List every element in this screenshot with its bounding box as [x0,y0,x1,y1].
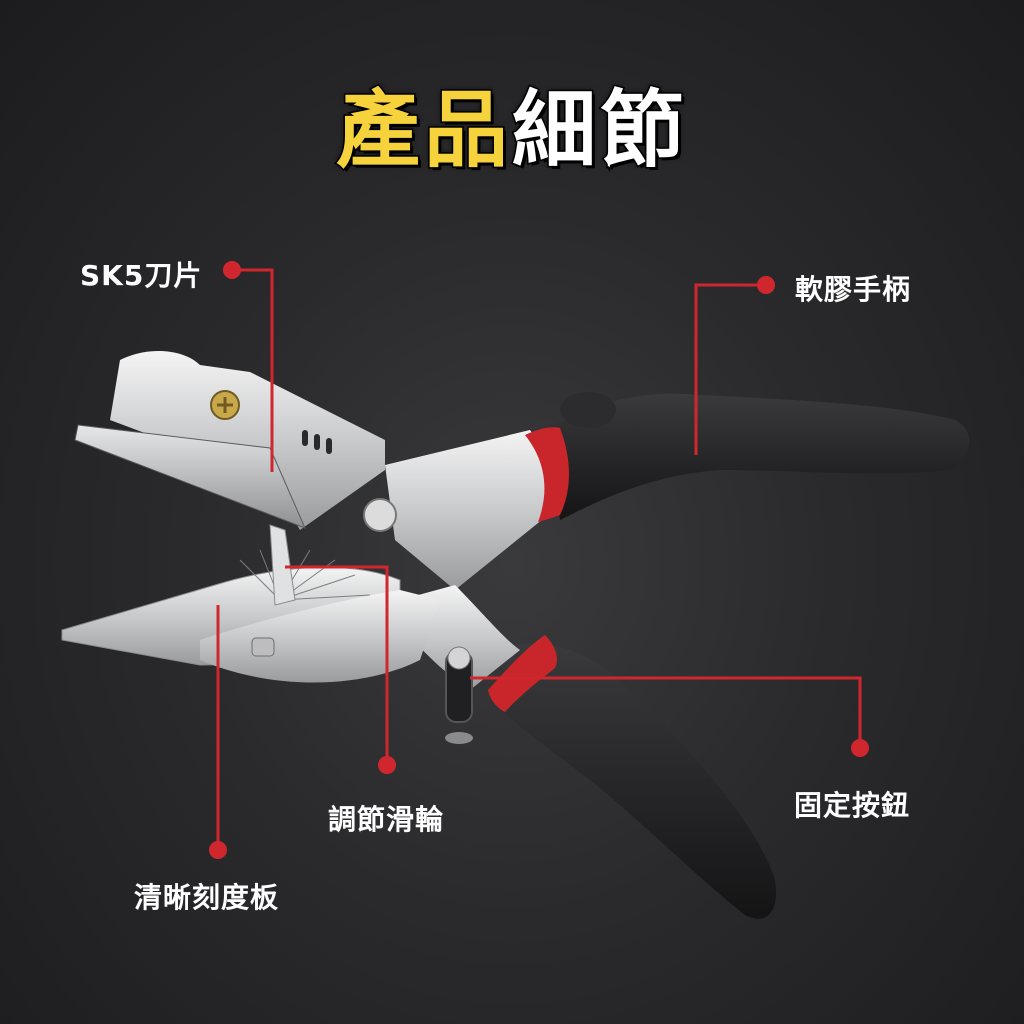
label-adjust-wheel: 調節滑輪 [328,803,445,836]
lower-handle [490,643,776,919]
callout-dots [209,261,869,859]
title-rest: 細節 [510,81,689,179]
label-blade: SK5刀片 [80,259,203,292]
callout-dot-wheel [378,756,396,774]
title-highlight: 產品 [334,81,512,179]
callout-dot-handle [757,276,775,294]
label-handle: 軟膠手柄 [795,273,912,306]
adjust-guide [269,524,296,606]
label-lock-button: 固定按鈕 [794,789,911,822]
label-scale-plate: 清晰刻度板 [134,881,280,914]
callout-dot-blade [223,261,241,279]
callout-dot-scale [209,841,227,859]
upper-handle-bump [560,392,616,428]
lower-jaw [200,590,440,683]
blade-holder [110,350,385,530]
callout-lines [216,268,862,850]
pivot-bolt [363,498,397,532]
upper-grip-ring [525,427,569,522]
page-title: 產品細節 [0,87,1024,174]
lower-grip-ring [488,635,557,712]
lower-screw [251,637,275,657]
lock-button-part [445,646,473,744]
upper-arm [385,430,551,590]
blade-holder-slots [302,430,332,454]
callout-dot-lock [851,739,869,757]
sk5-blade [74,424,306,529]
upper-handle [545,393,970,520]
